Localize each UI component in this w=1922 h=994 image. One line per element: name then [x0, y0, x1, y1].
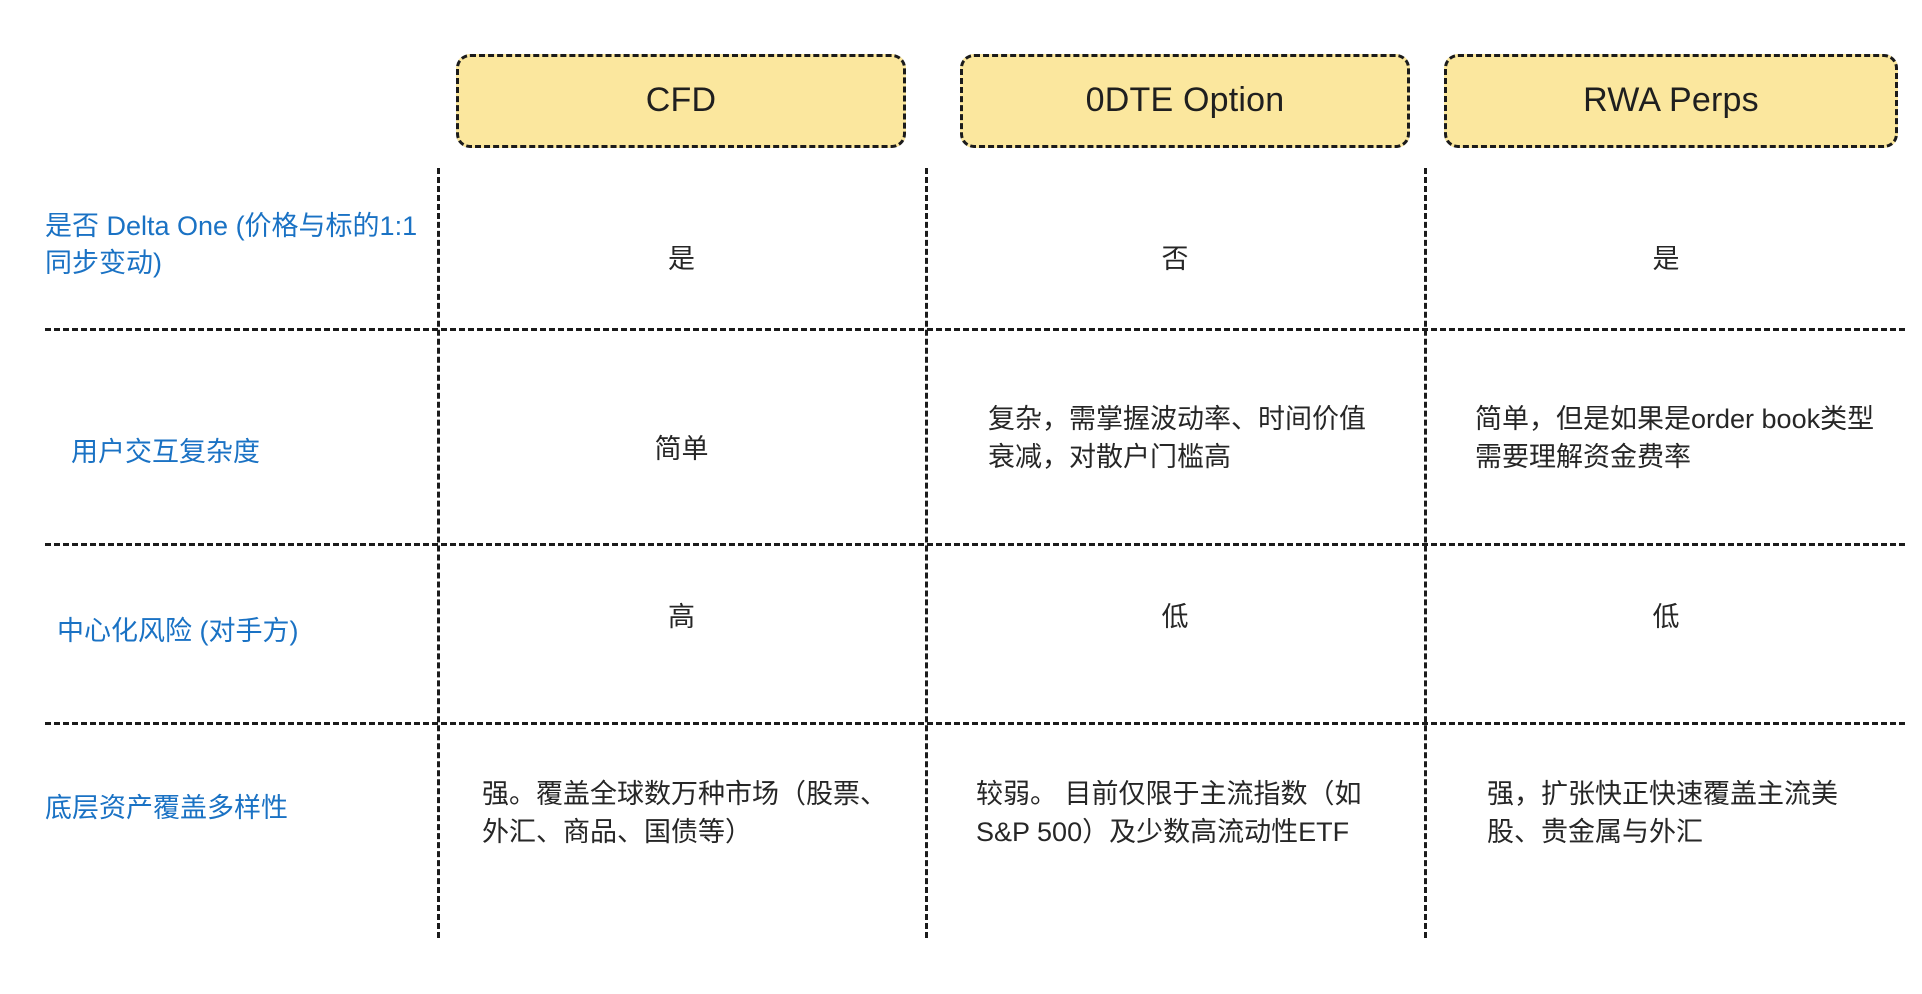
- table-cell: 是: [1652, 244, 1680, 274]
- table-cell: 简单，但是如果是order book类型需要理解资金费率: [1475, 404, 1875, 473]
- column-header-label: CFD: [645, 81, 717, 120]
- column-header-0dte-option[interactable]: 0DTE Option: [960, 54, 1410, 148]
- row-divider-3: [45, 722, 1905, 725]
- table-cell: 较弱。 目前仅限于主流指数（如S&P 500）及少数高流动性ETF: [976, 779, 1362, 848]
- row-divider-1: [45, 328, 1905, 331]
- table-cell: 是: [668, 244, 695, 274]
- table-cell: 低: [1652, 602, 1680, 632]
- column-header-label: RWA Perps: [1583, 81, 1759, 120]
- table-cell: 高: [668, 602, 695, 632]
- row-divider-2: [45, 543, 1905, 546]
- column-header-cfd[interactable]: CFD: [456, 54, 906, 148]
- table-cell: 复杂，需掌握波动率、时间价值衰减，对散户门槛高: [988, 404, 1366, 473]
- table-cell: 强。覆盖全球数万种市场（股票、外汇、商品、国债等）: [482, 779, 887, 848]
- row-label-delta-one: 是否 Delta One (价格与标的1:1同步变动): [45, 211, 418, 278]
- column-divider-1: [437, 168, 440, 938]
- row-label-centralization-risk: 中心化风险 (对手方): [57, 616, 299, 646]
- row-label-ux-complexity: 用户交互复杂度: [71, 437, 260, 467]
- table-cell: 低: [1161, 602, 1189, 632]
- table-cell: 强，扩张快正快速覆盖主流美股、贵金属与外汇: [1487, 779, 1838, 848]
- column-divider-2: [925, 168, 928, 938]
- column-header-label: 0DTE Option: [1085, 81, 1285, 120]
- column-header-rwa-perps[interactable]: RWA Perps: [1444, 54, 1898, 148]
- table-cell: 否: [1161, 244, 1189, 274]
- table-cell: 简单: [654, 434, 709, 464]
- column-divider-3: [1424, 168, 1427, 938]
- row-label-asset-coverage: 底层资产覆盖多样性: [45, 793, 288, 823]
